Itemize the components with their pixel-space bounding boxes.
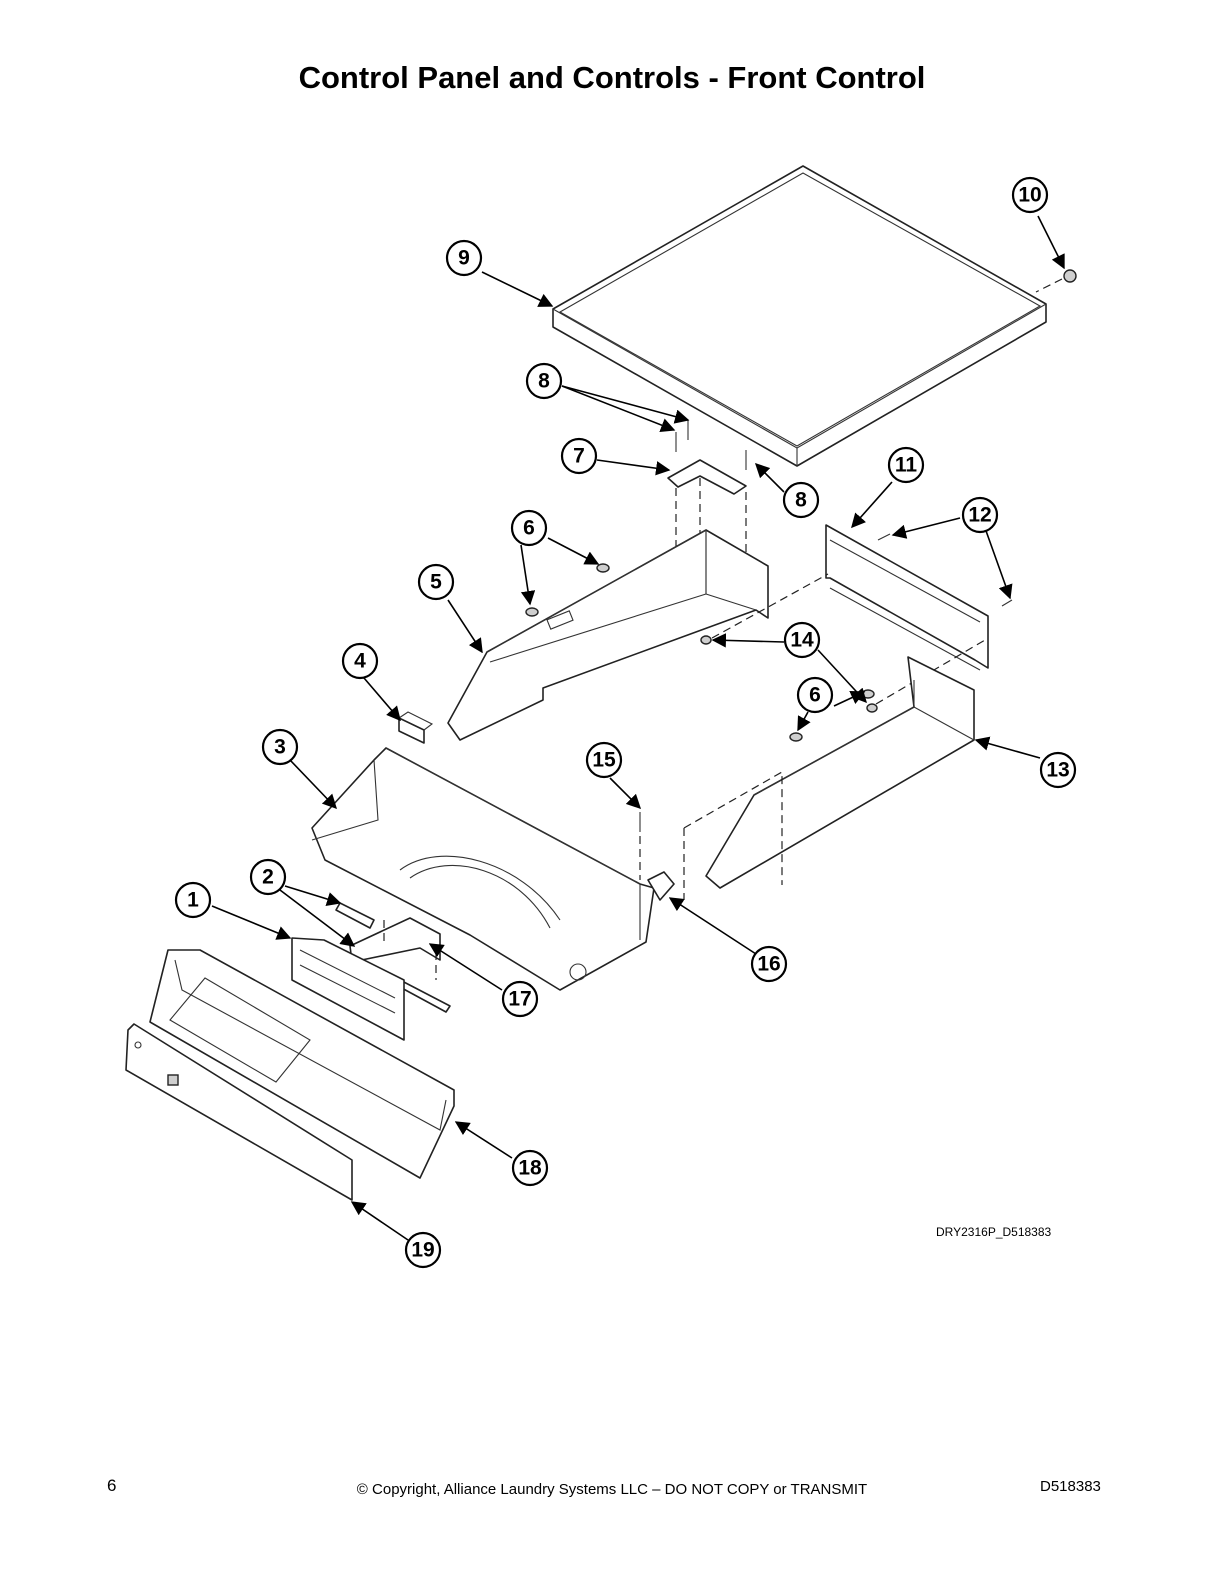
bracket-part bbox=[667, 420, 747, 570]
callout-8b: 8 bbox=[782, 481, 820, 519]
left-channel-part bbox=[447, 529, 769, 741]
callout-1: 1 bbox=[174, 881, 212, 919]
callout-8a: 8 bbox=[525, 362, 563, 400]
svg-text:3: 3 bbox=[274, 736, 286, 759]
callout-3: 3 bbox=[261, 728, 299, 766]
svg-text:17: 17 bbox=[508, 988, 531, 1011]
callout-6a: 6 bbox=[510, 509, 548, 547]
svg-text:9: 9 bbox=[458, 247, 470, 270]
drawing-id: DRY2316P_D518383 bbox=[936, 1225, 1052, 1239]
callout-4: 4 bbox=[341, 642, 379, 680]
overlay-part bbox=[125, 1023, 353, 1201]
callout-2: 2 bbox=[249, 858, 287, 896]
svg-text:2: 2 bbox=[262, 866, 274, 889]
callout-17: 17 bbox=[501, 980, 539, 1018]
callout-12: 12 bbox=[961, 496, 999, 534]
callout-11: 11 bbox=[887, 446, 925, 484]
callout-14: 14 bbox=[783, 621, 821, 659]
rear-plate-part bbox=[825, 524, 989, 671]
svg-text:8: 8 bbox=[795, 489, 807, 512]
control-frame-part bbox=[311, 747, 655, 991]
document-number: D518383 bbox=[1040, 1478, 1101, 1495]
svg-text:15: 15 bbox=[592, 749, 616, 772]
circuit-board-part bbox=[291, 937, 405, 1041]
svg-text:11: 11 bbox=[895, 454, 918, 477]
svg-text:1: 1 bbox=[187, 889, 199, 912]
callout-18: 18 bbox=[511, 1149, 549, 1187]
copyright-notice: © Copyright, Alliance Laundry Systems LL… bbox=[356, 1481, 868, 1498]
callout-6b: 6 bbox=[796, 676, 834, 714]
svg-text:7: 7 bbox=[573, 445, 585, 468]
svg-text:18: 18 bbox=[518, 1157, 542, 1180]
callout-15: 15 bbox=[585, 741, 623, 779]
svg-text:8: 8 bbox=[538, 370, 550, 393]
page-title: Control Panel and Controls - Front Contr… bbox=[298, 60, 926, 95]
svg-text:5: 5 bbox=[430, 571, 442, 594]
svg-text:6: 6 bbox=[523, 517, 535, 540]
screw-and-clip-part bbox=[639, 812, 675, 901]
nut-part bbox=[700, 573, 986, 713]
callout-7: 7 bbox=[560, 437, 598, 475]
screw-part bbox=[1035, 269, 1077, 293]
svg-text:12: 12 bbox=[968, 504, 991, 527]
callout-16: 16 bbox=[750, 945, 788, 983]
leader-lines bbox=[211, 215, 1065, 1241]
small-bracket-part bbox=[398, 711, 434, 744]
callout-10: 10 bbox=[1011, 176, 1049, 214]
svg-text:6: 6 bbox=[809, 684, 821, 707]
svg-text:16: 16 bbox=[757, 953, 780, 976]
svg-text:4: 4 bbox=[354, 650, 366, 673]
top-cover-part bbox=[552, 165, 1047, 467]
callout-13: 13 bbox=[1039, 751, 1077, 789]
callout-5: 5 bbox=[417, 563, 455, 601]
bracket-pair-part bbox=[335, 902, 451, 1013]
callout-19: 19 bbox=[404, 1231, 442, 1269]
svg-text:14: 14 bbox=[790, 629, 814, 652]
page-number: 6 bbox=[107, 1476, 117, 1495]
screws-part bbox=[877, 533, 1013, 607]
svg-text:13: 13 bbox=[1046, 759, 1069, 782]
svg-text:10: 10 bbox=[1018, 184, 1041, 207]
right-channel-part bbox=[683, 656, 975, 900]
svg-text:19: 19 bbox=[411, 1239, 434, 1262]
bezel-part bbox=[149, 949, 455, 1179]
callout-9: 9 bbox=[445, 239, 483, 277]
